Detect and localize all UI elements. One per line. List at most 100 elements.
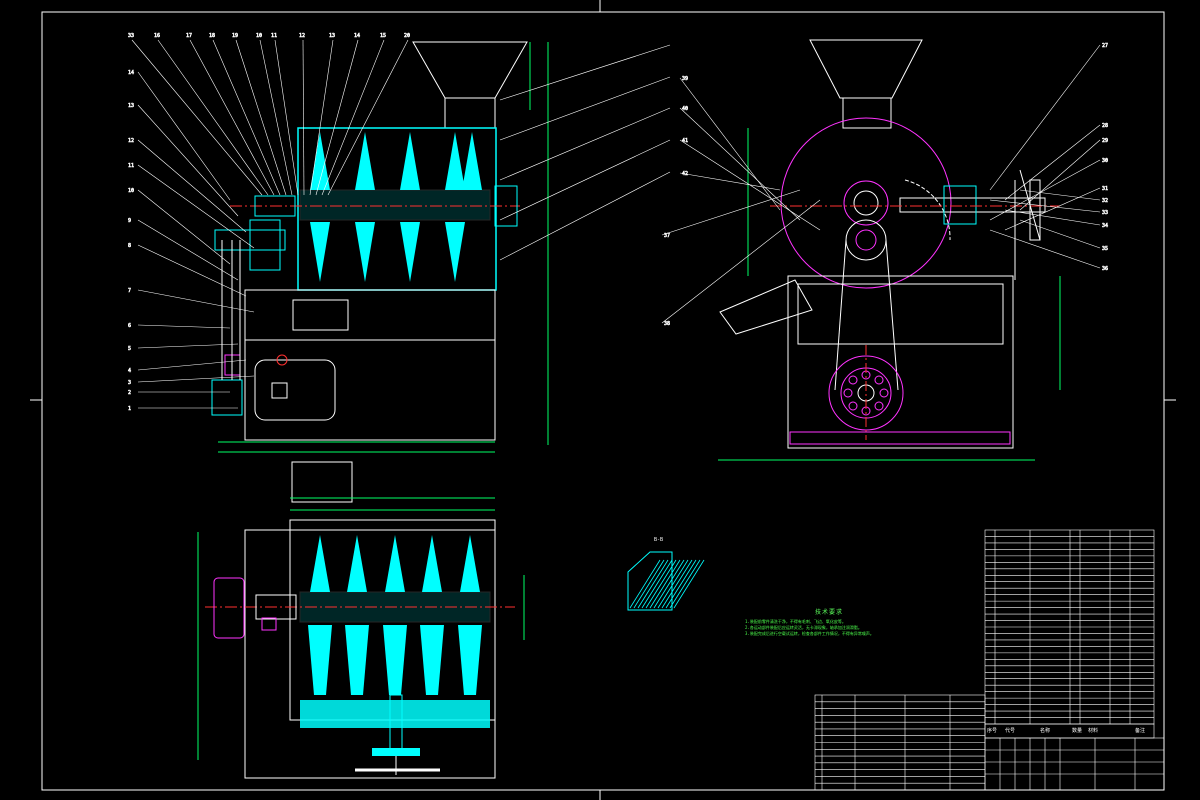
leader-label: 36: [1102, 266, 1108, 272]
hatch-line: [673, 559, 705, 609]
leader-line: [989, 199, 1101, 213]
leader-label: 39: [682, 76, 688, 82]
leader-label: 3: [128, 380, 131, 386]
leader-label: 13: [128, 103, 134, 109]
leader-label: 33: [128, 33, 134, 39]
leader-line: [499, 171, 671, 261]
leader-label: 5: [128, 346, 131, 352]
rotor-tooth: [422, 535, 442, 592]
leader-line: [137, 343, 239, 349]
hatch-line: [657, 559, 689, 609]
leader-label: 12: [299, 33, 305, 39]
leader-line: [1019, 219, 1101, 249]
hatch-line: [633, 559, 665, 609]
leader-label: 8: [128, 243, 131, 249]
leader-line: [989, 229, 1101, 269]
leader-label: 12: [128, 138, 134, 144]
leader-line: [327, 39, 409, 196]
leader-label: 14: [128, 70, 134, 76]
leader-line: [661, 189, 801, 236]
leader-line: [235, 39, 287, 196]
leader-label: 4: [128, 368, 131, 374]
tech-requirement-line: 2.各运动部件装配后应运转灵活，无卡滞现象，轴承加注润滑脂。: [745, 625, 862, 630]
rotor-tooth: [462, 132, 482, 190]
leader-line: [137, 71, 231, 201]
leader-line: [1004, 124, 1101, 201]
leader-label: 2: [128, 390, 131, 396]
front-view: [211, 41, 549, 453]
parts-table-header: 材料: [1088, 727, 1098, 734]
title-block-main: [984, 737, 1165, 791]
rotor-tooth: [385, 535, 405, 592]
leader-line: [309, 39, 334, 196]
hatch-line: [629, 559, 661, 609]
leader-label: 35: [1102, 246, 1108, 252]
leader-line: [315, 39, 359, 196]
tech-requirement-line: 3.装配完成后进行空载试运转，检查各部件工作情况，不得有异常噪声。: [745, 631, 874, 636]
leader-line: [137, 164, 255, 249]
leader-label: 37: [664, 233, 670, 239]
hatch-line: [649, 559, 681, 609]
leader-label: 11: [128, 163, 134, 169]
hatch-line: [665, 559, 697, 609]
rotor-tooth: [445, 222, 465, 282]
section-detail: [627, 551, 705, 611]
leader-line: [212, 39, 281, 196]
leader-line: [157, 39, 269, 196]
leader-line: [499, 107, 671, 181]
rotor-teeth-upper: [310, 132, 482, 190]
parts-table-header: 名称: [1040, 727, 1050, 734]
tech-requirement-line: 1.装配前零件清洗干净，不得有毛刺、飞边、氧化皮等。: [745, 619, 846, 624]
leader-label: 38: [664, 321, 670, 327]
leader-line: [661, 199, 821, 324]
leader-label: 17: [186, 33, 192, 39]
rotor-tooth: [445, 132, 465, 190]
hatch-line: [641, 559, 673, 609]
rotor-tooth: [460, 535, 480, 592]
parts-list-and-title-block: 序号代号名称数量材料备注: [814, 529, 1165, 791]
rotor-tooth: [383, 625, 407, 695]
leader-label: 32: [1102, 198, 1108, 204]
rotor-tooth: [347, 535, 367, 592]
leader-line: [679, 77, 781, 211]
leader-line: [137, 139, 247, 233]
rotor-teeth-lower: [310, 222, 465, 282]
leader-label: 6: [128, 323, 131, 329]
sheet-frame: [30, 0, 1176, 800]
rotor-tooth: [400, 222, 420, 282]
rotor-tooth: [308, 625, 332, 695]
leader-line: [137, 189, 231, 265]
leader-line: [499, 76, 671, 141]
leader-label: 14: [354, 33, 360, 39]
top-teeth-lower: [308, 625, 482, 695]
leader-label: 29: [1102, 138, 1108, 144]
rotor-tooth: [355, 132, 375, 190]
rotor-tooth: [355, 222, 375, 282]
top-view: [197, 461, 525, 779]
leader-line: [321, 39, 385, 196]
leader-label: 33: [1102, 210, 1108, 216]
leader-label: 20: [404, 33, 410, 39]
parts-table-header: 代号: [1005, 727, 1015, 734]
leader-label: 42: [682, 171, 688, 177]
parts-table-header: 序号: [987, 727, 997, 734]
leader-line: [131, 39, 263, 196]
hatch-line: [645, 559, 677, 609]
leader-line: [1019, 139, 1101, 211]
leader-line: [137, 289, 255, 313]
leader-line: [1004, 187, 1101, 231]
section-label: B-B: [654, 537, 664, 543]
leader-label: 18: [209, 33, 215, 39]
leader-line: [137, 324, 231, 329]
hatch-line: [669, 559, 701, 609]
leader-label: 34: [1102, 223, 1108, 229]
leader-label: 13: [329, 33, 335, 39]
tech-requirements-title: 技术要求: [815, 609, 844, 616]
leader-line: [259, 39, 293, 196]
leader-label: 10: [256, 33, 262, 39]
rotor-tooth: [310, 535, 330, 592]
leader-label: 19: [232, 33, 238, 39]
leader-label: 31: [1102, 186, 1108, 192]
